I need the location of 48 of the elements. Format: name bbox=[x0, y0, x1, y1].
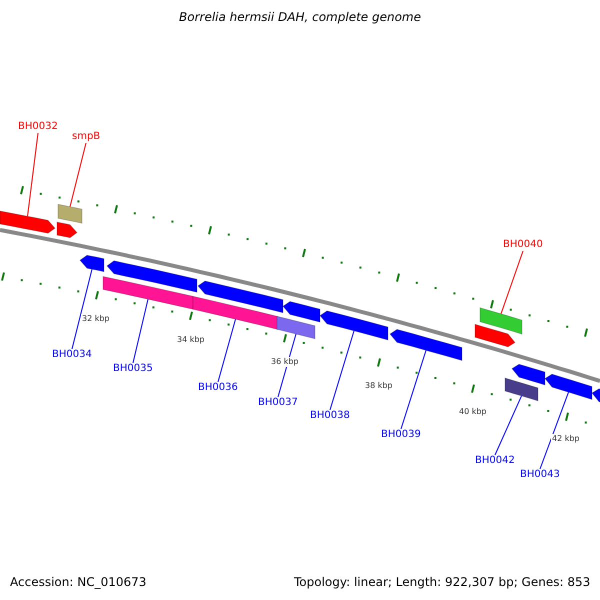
leader-line bbox=[218, 318, 236, 382]
gene-label: BH0040 bbox=[503, 240, 543, 250]
scale-label: 36 kbp bbox=[270, 357, 300, 367]
scale-label: 38 kbp bbox=[364, 381, 394, 391]
gene-feature bbox=[0, 210, 56, 234]
leader-line bbox=[330, 330, 354, 410]
gene-feature bbox=[319, 310, 388, 340]
title: Borrelia hermsii DAH, complete genome bbox=[179, 11, 421, 23]
leader-line bbox=[400, 350, 426, 430]
gene-label: BH0037 bbox=[258, 398, 298, 408]
gene-label: BH0043 bbox=[520, 470, 560, 480]
genome-summary: Topology: linear; Length: 922,307 bp; Genes: 853 bbox=[294, 576, 590, 588]
gene-bar bbox=[58, 204, 82, 224]
gene-label: BH0042 bbox=[475, 456, 515, 466]
leader-line bbox=[494, 395, 522, 456]
gene-feature bbox=[544, 374, 592, 400]
gene-feature bbox=[79, 254, 104, 272]
gene-bar bbox=[192, 296, 278, 330]
gene-feature bbox=[56, 222, 78, 238]
gene-feature bbox=[197, 280, 284, 314]
gene-feature bbox=[591, 388, 600, 404]
gene-feature bbox=[511, 364, 546, 386]
gene-bar bbox=[480, 307, 522, 335]
gene-label: BH0035 bbox=[113, 364, 153, 374]
gene-label: BH0036 bbox=[198, 383, 238, 393]
gene-bar bbox=[276, 316, 316, 340]
accession-note: Accession: NC_010673 bbox=[10, 576, 146, 588]
gene-label: BH0038 bbox=[310, 411, 350, 421]
gene-feature bbox=[106, 260, 198, 293]
gene-label: BH0039 bbox=[381, 430, 421, 440]
gene-feature bbox=[474, 324, 516, 348]
leader-line bbox=[540, 392, 569, 470]
gene-label: BH0032 bbox=[18, 122, 58, 132]
gene-label: BH0034 bbox=[52, 350, 92, 360]
scale-label: 40 kbp bbox=[458, 407, 488, 417]
leader-line bbox=[72, 268, 92, 350]
scale-label: 42 kbp bbox=[551, 434, 581, 444]
gene-bar bbox=[102, 276, 194, 310]
leader-line bbox=[500, 250, 524, 314]
gene-bar bbox=[504, 378, 538, 402]
leader-line bbox=[70, 142, 86, 208]
scale-label: 34 kbp bbox=[176, 335, 206, 345]
gene-feature bbox=[389, 329, 462, 361]
leader-line bbox=[27, 132, 38, 217]
scale-label: 32 kbp bbox=[81, 314, 111, 324]
gene-label: smpB bbox=[72, 132, 100, 142]
leader-line bbox=[132, 298, 148, 364]
gene-feature bbox=[282, 301, 320, 323]
